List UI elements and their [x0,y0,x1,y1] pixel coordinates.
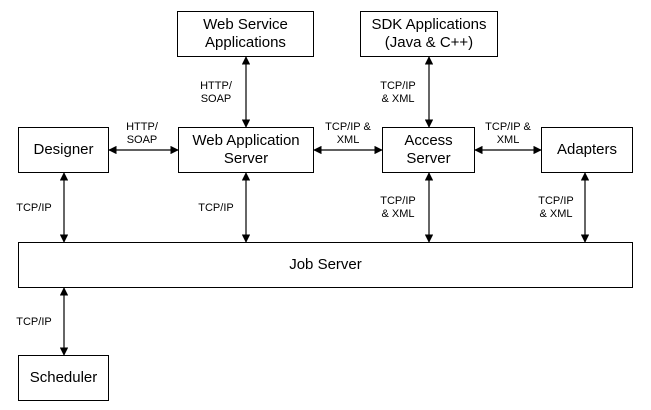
label-adapters-job: TCP/IP & XML [538,195,574,220]
label-job-scheduler: TCP/IP [16,316,52,328]
web-application-server-box: Web Application Server [178,127,314,173]
label-designer-job: TCP/IP [16,202,52,214]
label-designer-was: HTTP/ SOAP [126,121,158,146]
label-access-adapters: TCP/IP & XML [485,121,531,146]
label-was-access: TCP/IP & XML [325,121,371,146]
sdk-applications-box: SDK Applications (Java & C++) [360,11,498,57]
scheduler-box: Scheduler [18,355,109,401]
web-service-applications-box: Web Service Applications [177,11,314,57]
job-server-box: Job Server [18,242,633,288]
designer-box: Designer [18,127,109,173]
label-access-job: TCP/IP & XML [380,195,416,220]
label-wsa-was: HTTP/ SOAP [200,80,232,105]
label-was-job: TCP/IP [198,202,234,214]
adapters-box: Adapters [541,127,633,173]
label-sdk-access: TCP/IP & XML [380,80,416,105]
access-server-box: Access Server [382,127,475,173]
